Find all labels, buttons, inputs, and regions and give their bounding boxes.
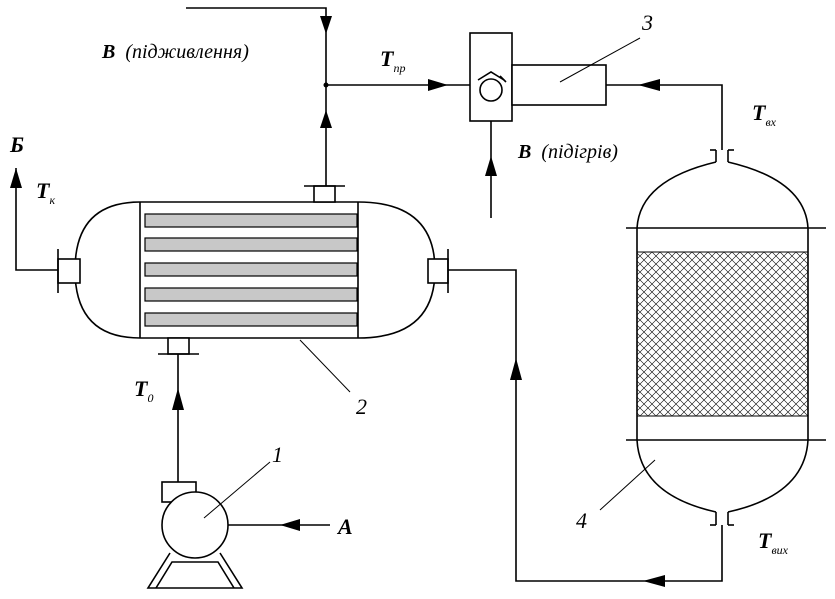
heat-exchanger-tube <box>144 262 358 277</box>
arrow-up-icon <box>320 110 332 128</box>
heat-exchanger <box>57 185 449 355</box>
right-nozzle <box>427 258 449 284</box>
t-vykh-label: T <box>758 528 773 553</box>
reactor-number: 4 <box>576 508 587 533</box>
svg-text:B (підігрів): B (підігрів) <box>517 141 618 163</box>
arrow-left-icon <box>280 519 300 531</box>
svg-text:Tвих: Tвих <box>758 528 789 557</box>
t-k-subscript: к <box>49 193 55 207</box>
t-0-subscript: 0 <box>147 391 153 405</box>
arrow-up-icon <box>485 156 497 176</box>
heat-exchanger-tube <box>144 287 358 302</box>
arrow-down-icon <box>320 16 332 34</box>
left-nozzle <box>57 258 81 284</box>
heating-water-note: (підігрів) <box>541 141 618 163</box>
heater <box>469 32 607 122</box>
arrow-up-icon <box>10 168 22 188</box>
arrow-up-icon <box>510 358 522 380</box>
svg-text:B (підживлення): B (підживлення) <box>101 41 249 63</box>
arrow-up-icon <box>172 388 184 410</box>
t-0-label: T <box>134 376 149 401</box>
arrow-left-icon <box>643 575 665 587</box>
t-pr-subscript: пр <box>393 61 405 75</box>
bottom-nozzle <box>167 337 190 355</box>
t-vx-label: T <box>752 100 767 125</box>
feed-water-label: B <box>101 41 115 63</box>
arrow-left-icon <box>638 79 660 91</box>
heat-exchanger-tube <box>144 213 358 228</box>
t-k-label: T <box>36 178 51 203</box>
t-vykh-subscript: вих <box>771 543 788 557</box>
reactor <box>626 149 826 526</box>
heating-water-label: B <box>517 141 531 163</box>
heat-exchanger-tube <box>144 237 358 252</box>
t-pr-label: T <box>380 46 395 71</box>
svg-text:T0: T0 <box>134 376 153 405</box>
pump <box>146 481 244 589</box>
heat-exchanger-number: 2 <box>356 394 367 419</box>
svg-text:Tк: Tк <box>36 178 55 207</box>
product-b-label: Б <box>9 132 24 157</box>
leader-lines <box>203 37 656 519</box>
arrow-right-icon <box>428 79 448 91</box>
pump-number: 1 <box>272 442 283 467</box>
flow-arrows <box>10 16 665 587</box>
heater-number: 3 <box>641 10 653 35</box>
input-a-label: A <box>336 514 353 539</box>
svg-text:Tпр: Tпр <box>380 46 405 75</box>
t-vx-subscript: вх <box>765 115 776 129</box>
heat-exchanger-tube <box>144 312 358 327</box>
top-nozzle <box>313 185 336 203</box>
svg-text:Tвх: Tвх <box>752 100 777 129</box>
feed-water-note: (підживлення) <box>125 41 249 63</box>
